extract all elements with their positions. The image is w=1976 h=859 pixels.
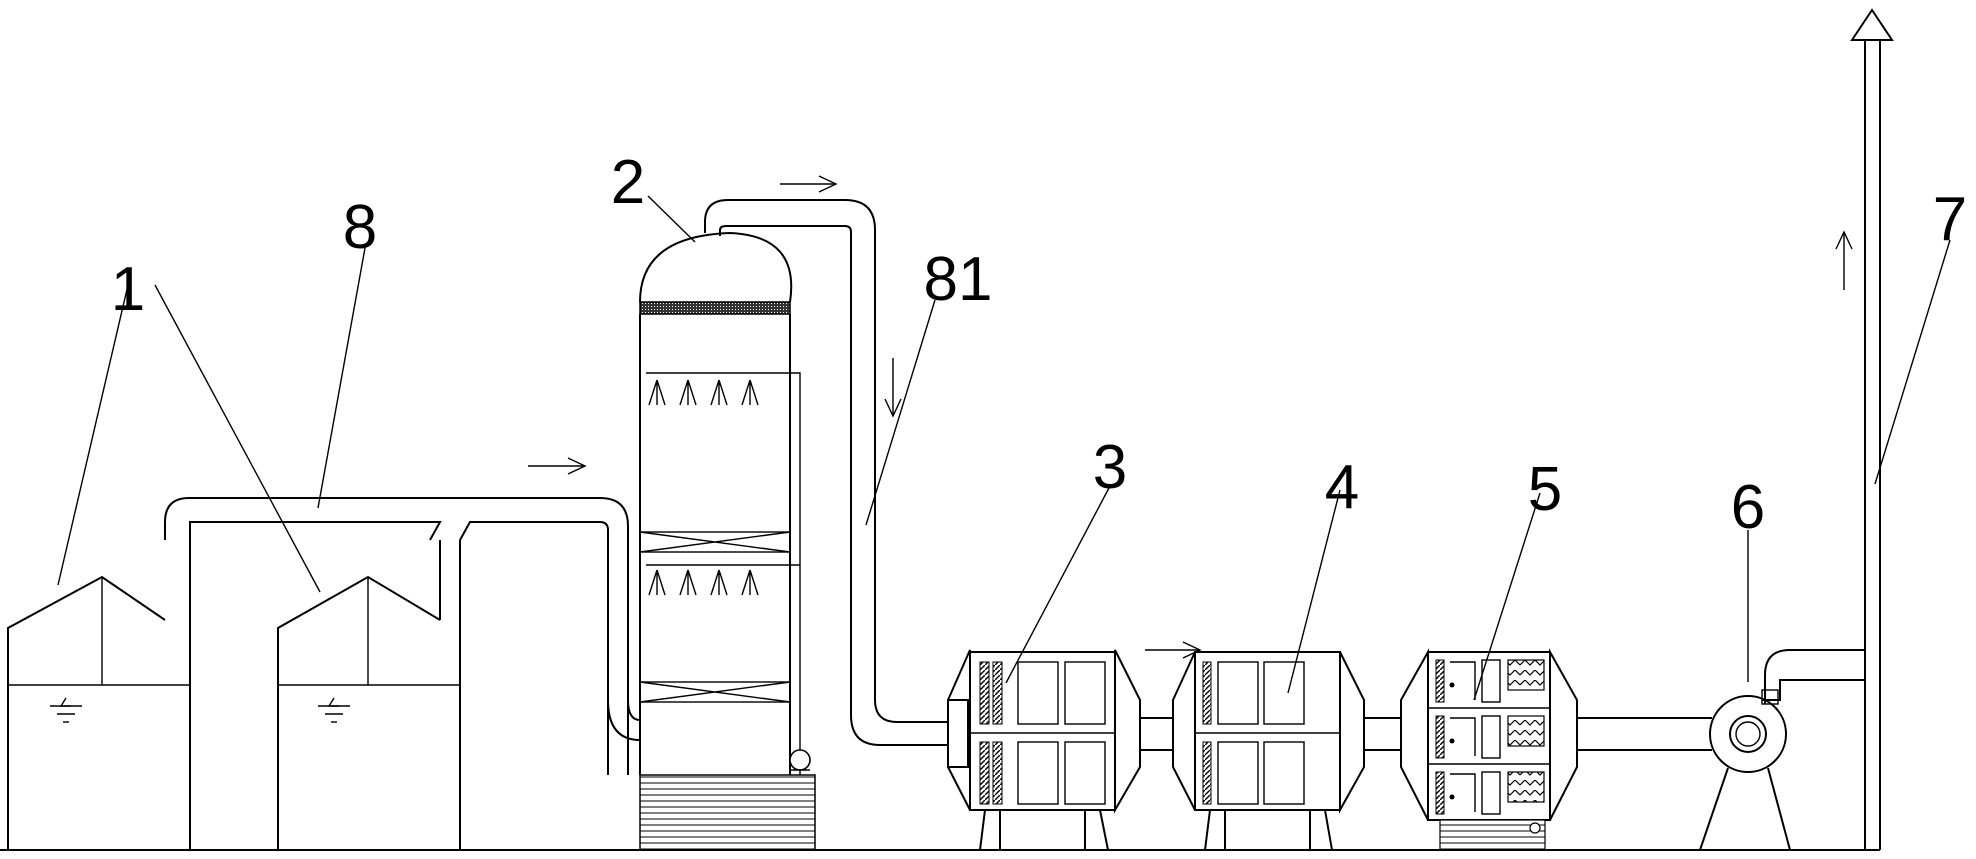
packing-bed-lower (639, 681, 791, 703)
exhaust-fan (1699, 649, 1865, 851)
treatment-unit-5 (1400, 648, 1578, 851)
arrow-right-icon (1145, 641, 1202, 659)
label-unit-3: 3 (1093, 433, 1127, 502)
connector-4-5 (1363, 717, 1402, 751)
exhaust-stack (1850, 8, 1894, 850)
catalyst-modules (1507, 659, 1545, 803)
tank-middle (277, 540, 461, 850)
transfer-duct (704, 199, 948, 746)
water-level-icon (318, 697, 350, 723)
leader-lines (57, 195, 1951, 701)
filter-unit-3 (947, 649, 1141, 851)
arrow-down-icon (884, 358, 902, 418)
uv-lamp-modules (1435, 659, 1501, 815)
packing-bed-upper (639, 531, 791, 553)
filter-media (992, 741, 1003, 805)
pump-icon (789, 749, 811, 771)
label-tower: 2 (611, 148, 645, 217)
collection-duct (164, 497, 641, 775)
filter-media (1202, 661, 1212, 725)
connector-3-4 (1139, 717, 1174, 751)
unit-5-sump (1439, 819, 1546, 851)
filter-media (992, 661, 1003, 725)
label-fan: 6 (1731, 473, 1765, 542)
part-labels: 1 8 2 81 3 4 5 6 7 (111, 148, 1967, 542)
arrow-up-icon (1835, 230, 1853, 290)
label-stack: 7 (1933, 185, 1967, 254)
connector-5-fan (1577, 717, 1712, 751)
arrow-right-icon (780, 175, 838, 193)
filter-media (979, 741, 990, 805)
label-unit-5: 5 (1528, 455, 1562, 524)
spray-nozzles-lower (648, 569, 759, 596)
water-level-icon (50, 697, 82, 723)
label-duct-81: 81 (924, 245, 993, 314)
arrow-right-icon (528, 457, 587, 475)
label-unit-4: 4 (1325, 453, 1359, 522)
flow-arrows (528, 175, 1853, 659)
tank-left (7, 540, 191, 850)
filter-media (1202, 741, 1212, 805)
label-tanks: 1 (111, 255, 145, 324)
label-duct-8: 8 (343, 193, 377, 262)
filter-unit-4 (1172, 651, 1365, 851)
filter-media (979, 661, 990, 725)
spray-tower (639, 231, 816, 851)
mist-eliminator (639, 301, 791, 315)
tower-sump (639, 774, 816, 851)
spray-nozzles-upper (648, 379, 759, 406)
